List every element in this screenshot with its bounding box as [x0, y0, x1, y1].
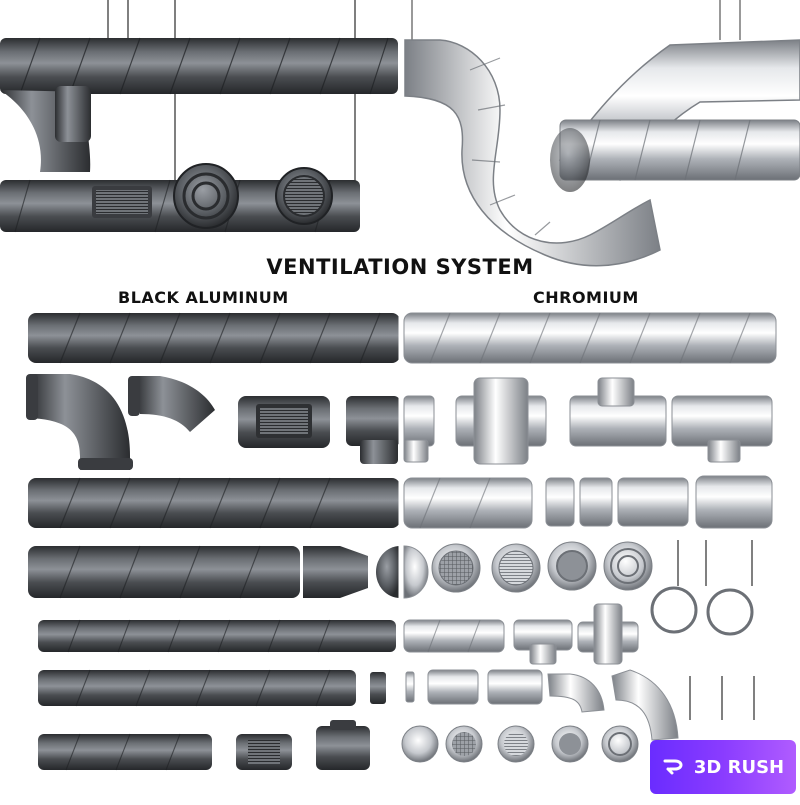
top-chrome-assembly: [404, 0, 800, 267]
catalog-title: VENTILATION SYSTEM: [266, 255, 534, 279]
black-catalog: [26, 312, 400, 771]
chromium-label: CHROMIUM: [533, 288, 639, 307]
3drush-logo-icon: [662, 753, 686, 782]
black-aluminum-label: BLACK ALUMINUM: [118, 288, 289, 307]
brand-badge: 3D RUSH: [650, 740, 796, 794]
brand-text: 3D RUSH: [693, 756, 785, 778]
top-black-assembly: [0, 0, 398, 233]
chrome-catalog: [401, 312, 777, 763]
